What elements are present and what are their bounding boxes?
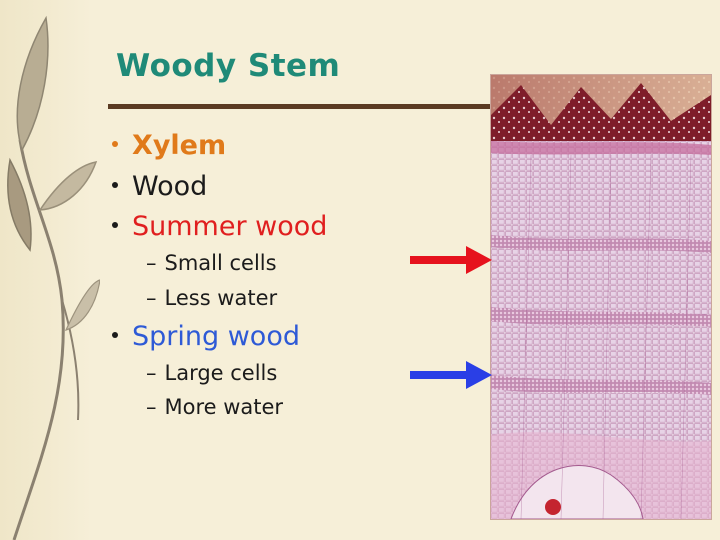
leaf-branch-decoration xyxy=(7,15,100,540)
sub-bullet-dash: – xyxy=(146,395,157,419)
bullet-label: Xylem xyxy=(132,130,227,161)
bullet-label: Summer wood xyxy=(132,211,328,242)
spring-wood-arrow xyxy=(410,361,492,389)
sub-bullet-small-cells: –Small cells xyxy=(146,251,277,275)
sub-bullet-dash: – xyxy=(146,286,157,310)
summer-wood-arrow xyxy=(410,246,492,274)
bullet-summer-wood: Summer wood xyxy=(112,211,327,242)
bullet-dot xyxy=(112,181,118,188)
sub-bullet-large-cells: –Large cells xyxy=(146,361,277,385)
title-divider xyxy=(108,104,504,109)
slide-title: Woody Stem xyxy=(116,48,341,84)
background-panel xyxy=(0,0,92,540)
bullet-dot xyxy=(112,140,118,147)
sub-bullet-more-water: –More water xyxy=(146,395,283,419)
bullet-xylem: Xylem xyxy=(112,130,226,161)
bullet-dot xyxy=(112,221,118,228)
sub-bullet-dash: – xyxy=(146,251,157,275)
stem-cross-section-image xyxy=(490,74,712,520)
sub-bullet-label: Small cells xyxy=(164,251,277,275)
bullet-spring-wood: Spring wood xyxy=(112,321,300,352)
bullet-label: Wood xyxy=(132,171,208,202)
sub-bullet-label: Less water xyxy=(164,286,278,310)
sub-bullet-dash: – xyxy=(146,361,157,385)
sub-bullet-label: More water xyxy=(164,395,284,419)
sub-bullet-label: Large cells xyxy=(164,361,278,385)
bullet-dot xyxy=(112,331,118,338)
bullet-label: Spring wood xyxy=(132,321,300,352)
bullet-wood: Wood xyxy=(112,171,207,202)
sub-bullet-less-water: –Less water xyxy=(146,286,277,310)
